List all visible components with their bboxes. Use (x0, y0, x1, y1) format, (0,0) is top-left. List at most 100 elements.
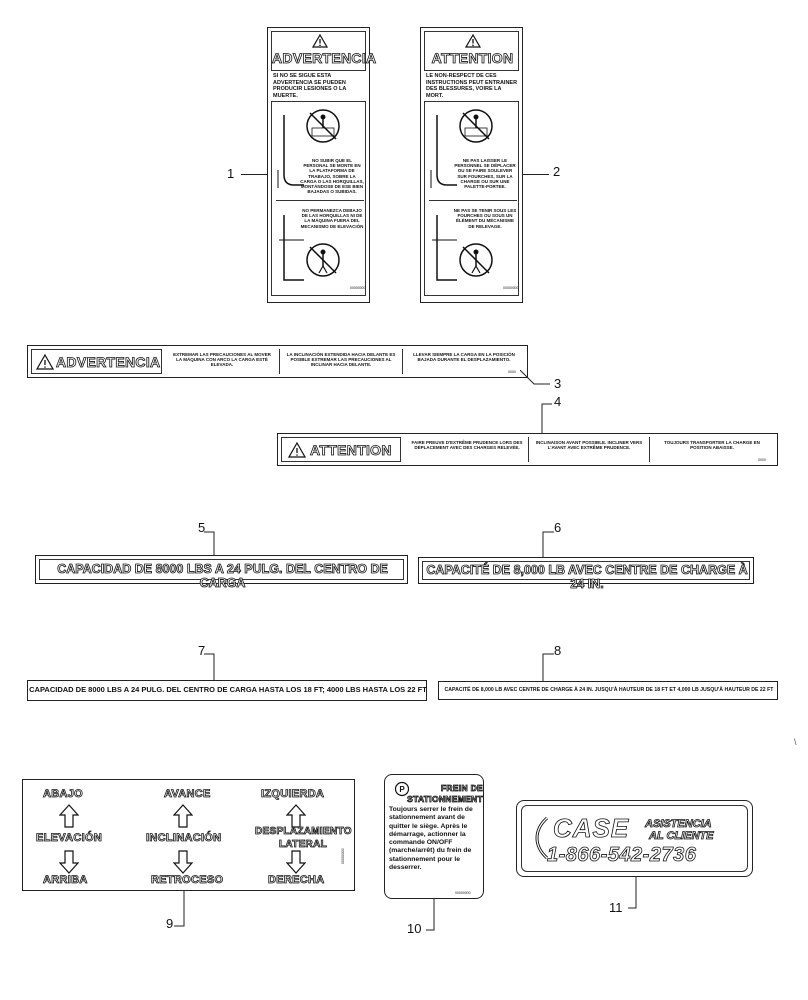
callout-1: 1 (227, 166, 235, 181)
label-elevacion: ELEVACIÓN (36, 832, 103, 845)
decal-4-segment-2: INCLINAISON AVANT POSSIBLE. INCLINER VER… (535, 440, 643, 451)
decal-2-header: ATTENTION (431, 50, 514, 67)
label-retroceso: RETROCESO (151, 874, 224, 887)
label-desplazamiento-lateral: DESPLAZAMIENTO LATERAL (255, 826, 352, 850)
callout-7: 7 (198, 643, 206, 658)
decal-10-code: 00000000 (455, 891, 471, 895)
decal-6-text: CAPACITÉ DE 8,000 LB AVEC CENTRE DE CHAR… (426, 563, 748, 592)
decal-3-segment-2: LA INCLINACIÓN EXTENDIDA HACIA DELANTE E… (286, 352, 396, 368)
decal-5-inner-border (39, 559, 404, 580)
decal-3-segment-1: EXTREMAR LAS PRECAUCIONES AL MOVER LA MÁ… (173, 352, 271, 368)
divider (429, 200, 517, 201)
decal-6-capacity-fr: CAPACITÉ DE 8,000 LB AVEC CENTRE DE CHAR… (418, 557, 754, 591)
decal-4-header: ATTENTION (310, 442, 392, 459)
decal-2-attention: ATTENTION LE NON-RESPECT DE CES INSTRUCT… (420, 27, 523, 303)
arrow-up-icon (59, 804, 79, 828)
decal-3-header: ADVERTENCIA (56, 354, 161, 371)
platform-bracket-icon (277, 115, 304, 188)
decal-1-text-2: NO PERMANEZCA DEBAJO DE LAS HORQUILLAS N… (300, 208, 364, 229)
warning-triangle-icon (312, 34, 328, 48)
callout-2: 2 (553, 164, 561, 179)
decal-3-code: 0000 (508, 370, 516, 374)
decal-8-text: CAPACITÉ DE 8,000 LB AVEC CENTRE DE CHAR… (444, 687, 774, 693)
callout-8: 8 (554, 643, 562, 658)
divider (528, 437, 529, 462)
svg-text:P: P (399, 785, 405, 794)
decal-2-warning-text: LE NON-RESPECT DE CES INSTRUCTIONS PEUT … (426, 73, 518, 99)
divider (276, 200, 364, 201)
no-standing-under-icon (306, 243, 340, 277)
decal-2-body-panel: NE PAS LAISSER LE PERSONNEL SE DÉPLACER … (424, 101, 519, 296)
leader-line-1 (241, 174, 267, 175)
decal-2-text-1: NE PAS LAISSER LE PERSONNEL SE DÉPLACER … (454, 158, 516, 189)
decal-9-controls: ABAJO AVANCE IZQUIERDA ELEVACIÓN INCLINA… (22, 779, 355, 891)
no-standing-under-icon (459, 243, 493, 277)
label-arriba: ARRIBA (43, 874, 88, 887)
warning-triangle-icon (465, 34, 481, 48)
decal-7-text: CAPACIDAD DE 8000 LBS A 24 PULG. DEL CEN… (29, 685, 427, 694)
arrow-up-icon (286, 804, 306, 828)
leader-line-3 (520, 370, 550, 385)
arrow-down-icon (173, 850, 193, 874)
decal-5-capacity-es: CAPACIDAD DE 8000 LBS A 24 PULG. DEL CEN… (35, 555, 408, 590)
page-corner-mark: \ (794, 737, 797, 747)
callout-3: 3 (554, 376, 562, 391)
leader-line-4 (541, 403, 552, 433)
divider (279, 349, 280, 374)
decal-1-warning-text: SI NO SE SIGUE ESTA ADVERTENCIA SE PUEDE… (273, 73, 347, 99)
decal-7-capacity-es-height: CAPACIDAD DE 8000 LBS A 24 PULG. DEL CEN… (27, 680, 427, 701)
decal-3-segment-3: LLEVAR SIEMPRE LA CARGA EN LA POSICIÓN B… (413, 352, 515, 363)
decal-1-header-panel: ADVERTENCIA (271, 31, 377, 71)
arrow-down-icon (286, 850, 306, 874)
arrow-down-icon (59, 850, 79, 874)
decal-2-code: 00000000 (503, 286, 519, 290)
warning-triangle-icon (288, 442, 306, 458)
label-derecha: DERECHA (268, 874, 325, 887)
decal-11-phone-number: 1-866-542-2736 (547, 844, 697, 867)
decal-8-capacity-fr-height: CAPACITÉ DE 8,000 LB AVEC CENTRE DE CHAR… (438, 681, 778, 700)
case-brand-logo: CASE (553, 813, 630, 844)
decal-1-header: ADVERTENCIA (272, 50, 377, 67)
decal-10-title: FREIN DE STATIONNEMENT (407, 783, 483, 804)
callout-4: 4 (554, 394, 562, 409)
leader-line-2 (523, 174, 549, 175)
forks-bracket-icon (279, 215, 304, 281)
platform-bracket-icon (430, 115, 457, 188)
callout-11: 11 (609, 900, 623, 915)
divider (402, 349, 403, 374)
leader-line-10 (426, 899, 435, 931)
decal-4-segment-1: FAIRE PREUVE D'EXTRÊME PRUDENCE LORS DES… (411, 440, 523, 451)
decal-4-attention-strip: ATTENTION FAIRE PREUVE D'EXTRÊME PRUDENC… (277, 433, 778, 466)
decal-1-code: 00000000 (350, 286, 366, 290)
leader-line-8 (542, 653, 554, 681)
decal-9-code: 00000000 (341, 848, 345, 864)
decal-4-code: 0000 (758, 458, 766, 462)
decal-11-case-assistance: CASE ASISTENCIA AL CLIENTE 1-866-542-273… (516, 800, 753, 877)
forks-bracket-icon (432, 215, 457, 281)
decal-3-advertencia-strip: ADVERTENCIA EXTREMAR LAS PRECAUCIONES AL… (27, 345, 528, 378)
no-riders-icon (459, 109, 493, 143)
arrow-up-icon (173, 804, 193, 828)
decal-2-header-panel: ATTENTION (424, 31, 519, 71)
label-avance: AVANCE (164, 788, 211, 801)
decal-10-body: Toujours serrer le frein de stationnemen… (389, 806, 473, 871)
decal-3-header-panel: ADVERTENCIA (31, 349, 162, 374)
decal-10-parking-brake: P FREIN DE STATIONNEMENT Toujours serrer… (384, 774, 484, 899)
decal-4-header-panel: ATTENTION (281, 437, 401, 462)
divider (649, 437, 650, 462)
decal-2-text-2: NE PAS SE TENIR SOUS LES FOURCHES OU SOU… (453, 208, 517, 229)
decal-1-text-1: NO SUBIR QUE EL PERSONAL SE MONTE EN LA … (300, 158, 364, 195)
parking-brake-icon: P (394, 781, 410, 797)
leader-line-5 (204, 531, 215, 555)
phone-handset-icon (535, 816, 549, 860)
decal-11-assist-line-1: ASISTENCIA (645, 818, 712, 830)
decal-5-text: CAPACIDAD DE 8000 LBS A 24 PULG. DEL CEN… (57, 562, 388, 591)
leader-line-7 (204, 653, 215, 681)
callout-6: 6 (554, 520, 562, 535)
leader-line-6 (542, 531, 554, 557)
decal-11-inner-border (521, 805, 748, 872)
decal-4-segment-3: TOUJOURS TRANSPORTER LA CHARGE EN POSITI… (664, 440, 760, 451)
decal-1-advertencia: ADVERTENCIA SI NO SE SIGUE ESTA ADVERTEN… (267, 27, 377, 303)
decal-11-assist-line-2: AL CLIENTE (649, 830, 714, 842)
callout-5: 5 (198, 520, 206, 535)
